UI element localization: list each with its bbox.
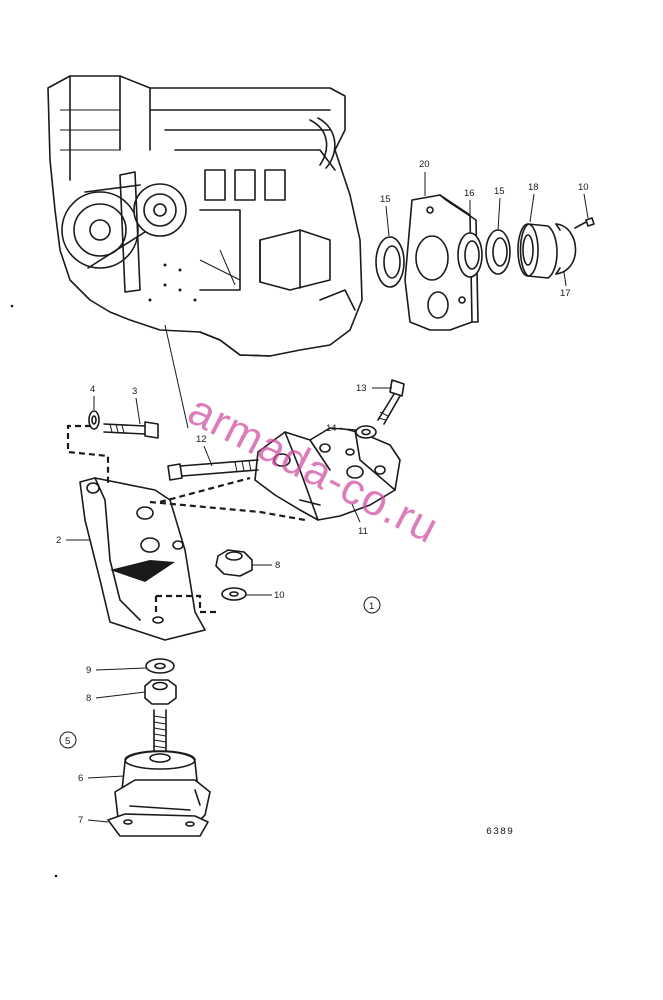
view-marker-1-label: 1 — [369, 601, 374, 612]
callout-10-lower: 10 — [274, 590, 285, 601]
washer-4 — [88, 410, 100, 430]
rear-seal-group — [375, 194, 595, 331]
view-marker-1: 1 — [363, 596, 381, 614]
engine-block — [47, 75, 363, 357]
nut-8-upper — [215, 549, 253, 577]
callout-2: 2 — [56, 535, 61, 546]
callout-15-left: 15 — [380, 194, 391, 205]
lower-bracket — [79, 477, 206, 641]
leader-engine — [164, 324, 189, 429]
callout-4: 4 — [90, 384, 95, 395]
bolt-12 — [167, 459, 259, 481]
callout-10-upper: 10 — [578, 182, 589, 193]
callout-14: 14 — [326, 423, 337, 434]
view-marker-5-label: 5 — [65, 736, 70, 747]
washer-10-lower — [221, 587, 247, 601]
bolt-13 — [377, 379, 405, 425]
callout-leaders — [66, 172, 589, 823]
callout-12: 12 — [196, 434, 207, 445]
watermark: armada-co.ru — [180, 385, 446, 553]
callout-16: 16 — [464, 188, 475, 199]
callout-8-upper: 8 — [275, 560, 280, 571]
nut-8-lower — [144, 679, 177, 705]
callout-18: 18 — [528, 182, 539, 193]
rubber-mount — [107, 709, 211, 837]
callout-20: 20 — [419, 159, 430, 170]
callout-7: 7 — [78, 815, 83, 826]
bolt-3 — [103, 421, 159, 439]
connection-lines — [66, 424, 306, 614]
figure-number: 6389 — [486, 827, 514, 838]
callout-17: 17 — [560, 288, 571, 299]
washer-9 — [145, 658, 175, 674]
callout-11: 11 — [358, 526, 368, 537]
callout-8-lower: 8 — [86, 693, 91, 704]
callout-9: 9 — [86, 665, 91, 676]
callout-15-right: 15 — [494, 186, 505, 197]
callout-3: 3 — [132, 386, 137, 397]
upper-bracket — [254, 427, 401, 521]
view-marker-5: 5 — [59, 731, 77, 749]
callout-labels: 20 15 16 15 18 10 17 13 14 4 3 12 11 2 8… — [56, 159, 589, 826]
washer-14 — [355, 425, 377, 439]
callout-13: 13 — [356, 383, 367, 394]
callout-6: 6 — [78, 773, 83, 784]
